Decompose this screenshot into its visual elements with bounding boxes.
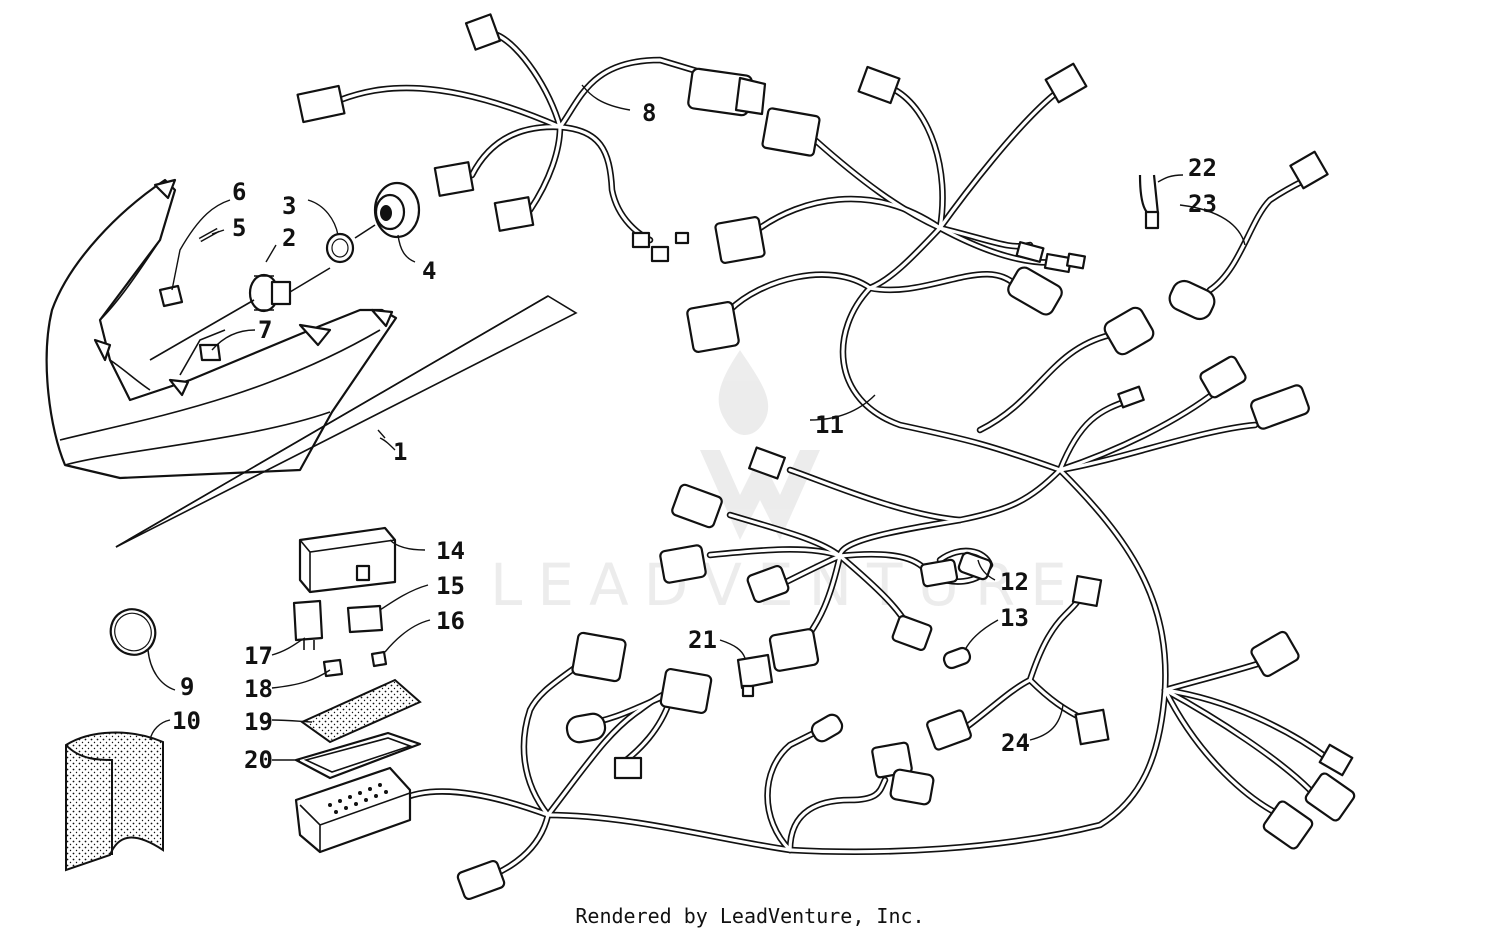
- mounting-screw: [198, 227, 220, 243]
- callout-4: 4: [422, 257, 436, 285]
- callout-14: 14: [436, 537, 465, 565]
- callout-5: 5: [232, 214, 246, 242]
- callout-10: 10: [172, 707, 201, 735]
- callout-11: 11: [815, 411, 844, 439]
- callout-19: 19: [244, 708, 273, 736]
- callout-24: 24: [1001, 729, 1030, 757]
- headlight-dust-boot: [373, 181, 421, 239]
- fuse-box-parts: [292, 526, 422, 854]
- callout-1: 1: [393, 438, 407, 466]
- callout-6: 6: [232, 178, 246, 206]
- callout-13: 13: [1000, 604, 1029, 632]
- callout-18: 18: [244, 675, 273, 703]
- callout-20: 20: [244, 746, 273, 774]
- callout-2: 2: [282, 224, 296, 252]
- connector-21: [736, 653, 774, 698]
- headlight-harness: [296, 13, 767, 263]
- headlight-bulb: [248, 273, 292, 313]
- sensor-harness-23: [1168, 150, 1329, 321]
- wire-clip: [158, 284, 184, 308]
- cable-tie: [1138, 174, 1160, 230]
- main-wiring-harness: [366, 62, 1356, 901]
- callout-17: 17: [244, 642, 273, 670]
- callout-12: 12: [1000, 568, 1029, 596]
- sensor-harness-24: [926, 575, 1110, 751]
- band-clamp: [109, 608, 157, 656]
- headlight-assembly: [45, 178, 578, 548]
- callout-16: 16: [436, 607, 465, 635]
- callout-9: 9: [180, 673, 194, 701]
- callout-15: 15: [436, 572, 465, 600]
- callout-7: 7: [258, 316, 272, 344]
- callout-3: 3: [282, 192, 296, 220]
- connector-plug-13: [942, 646, 972, 670]
- protective-sleeve: [65, 731, 164, 872]
- callout-23: 23: [1188, 190, 1217, 218]
- render-credit: Rendered by LeadVenture, Inc.: [575, 904, 925, 928]
- callout-labels: 1 2 3 4 5 6 7 8 9 10 11 12 13 14 15 16 1…: [172, 99, 1217, 774]
- callout-8: 8: [642, 99, 656, 127]
- leader-lines: [147, 84, 1246, 761]
- speed-nut: [198, 343, 222, 362]
- bulb-retaining-clip: [325, 232, 355, 264]
- callout-21: 21: [688, 626, 717, 654]
- callout-22: 22: [1188, 154, 1217, 182]
